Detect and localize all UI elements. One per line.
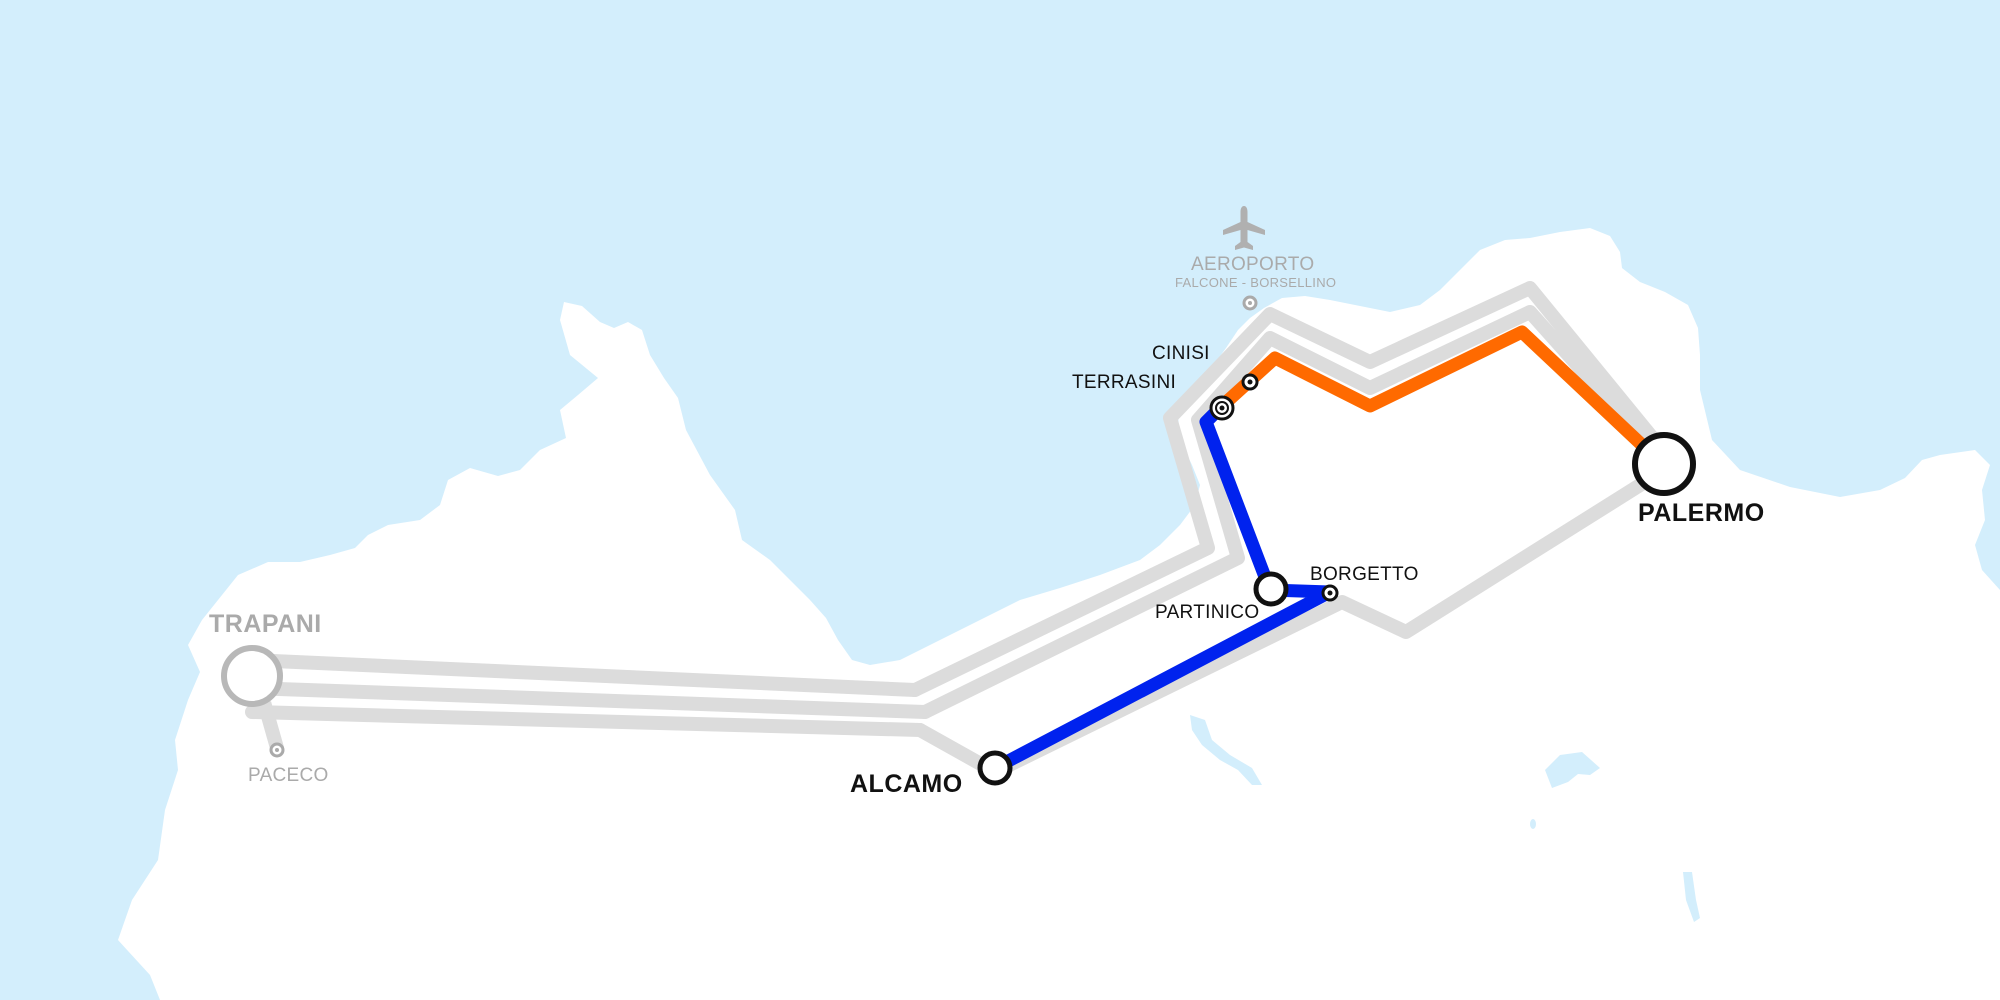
station-borgetto-dot [1327,590,1333,596]
lake [1190,715,1262,785]
line-gap [261,699,923,722]
station-label-terrasini: TERRASINI [1072,372,1177,393]
station-label-aeroporto-sub: FALCONE - BORSELLINO [1175,275,1337,290]
station-paceco-dot [275,748,279,752]
station-label-cinisi: CINISI [1152,343,1210,364]
station-palermo-marker[interactable] [1632,432,1696,496]
line-trapani-alcamo-2 [245,681,932,719]
station-partinico-marker[interactable] [1253,571,1289,607]
station-label-alcamo: ALCAMO [850,770,963,798]
station-terrasini-dot [1219,405,1225,411]
line-gap [261,673,919,701]
station-label-paceco: PACECO [248,765,329,786]
line-alcamo-palermo-south [913,463,1671,779]
station-alcamo-marker[interactable] [977,750,1013,786]
line-coastal-inner [918,305,1671,719]
station-trapani-marker[interactable] [221,645,283,707]
line-trapani-alcamo-1 [245,653,922,697]
station-cinisi-dot [1247,379,1253,385]
lake [1530,819,1536,829]
line-orange [1215,325,1667,469]
station-label-aeroporto: AEROPORTO [1191,254,1315,275]
lake [1683,872,1700,922]
station-label-partinico: PARTINICO [1155,602,1260,623]
airplane-icon [1223,206,1265,250]
station-label-trapani: TRAPANI [209,610,322,638]
station-label-borgetto: BORGETTO [1310,564,1419,585]
line-trapani-alcamo-3 [245,705,927,737]
station-aeroporto-dot [1248,301,1252,305]
line-coastal-outer [908,281,1671,697]
lake [1545,752,1600,788]
station-label-palermo: PALERMO [1638,499,1765,527]
